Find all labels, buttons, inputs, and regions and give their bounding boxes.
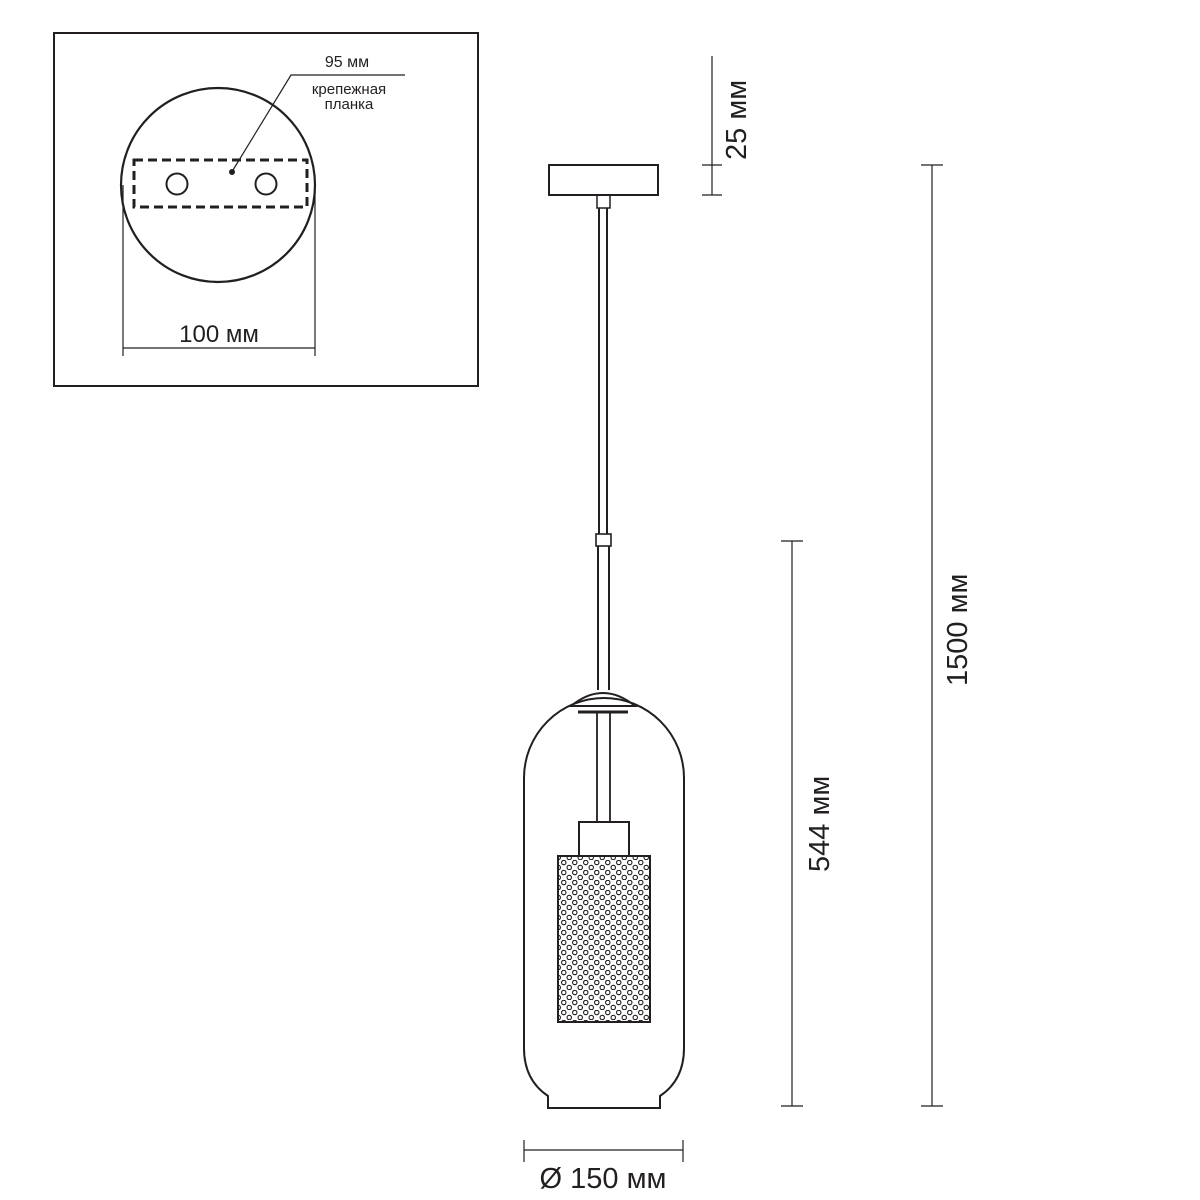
mounting-hole-right [254, 172, 278, 196]
shade-diameter-dimension: Ø 150 мм [523, 1140, 684, 1195]
canopy-base-circle [119, 86, 317, 284]
shade-height-dimension: 544 мм [781, 540, 836, 1107]
diameter-label: Ø 150 мм [540, 1163, 667, 1195]
pendant-lamp [523, 164, 685, 1109]
mounting-bar-center-dot [229, 169, 235, 175]
canopy-height-dimension: 25 мм [702, 56, 753, 196]
bar-name-label-line2: планка [325, 96, 374, 113]
mounting-detail-inset: 95 мм крепежная планка 100 мм [53, 32, 479, 387]
lamp-socket [578, 821, 630, 857]
glass-shade [523, 697, 685, 1109]
canopy-height-label: 25 мм [721, 80, 753, 160]
width-label: 100 мм [179, 321, 259, 348]
mounting-bar [132, 158, 309, 209]
bar-length-label: 95 мм [325, 54, 369, 71]
ceiling-canopy [548, 164, 659, 196]
rod-coupling [595, 533, 612, 547]
canopy-fitting [596, 194, 611, 209]
total-height-label: 1500 мм [942, 574, 974, 686]
mounting-hole-left [165, 172, 189, 196]
shade-top-cap [568, 692, 638, 707]
bar-leader-line [232, 74, 405, 171]
inset-frame [53, 32, 479, 387]
perforated-cylinder [557, 855, 651, 1023]
shade-height-label: 544 мм [804, 776, 836, 872]
total-height-dimension: 1500 мм [921, 164, 974, 1107]
bar-name-label-line1: крепежная [312, 81, 386, 98]
